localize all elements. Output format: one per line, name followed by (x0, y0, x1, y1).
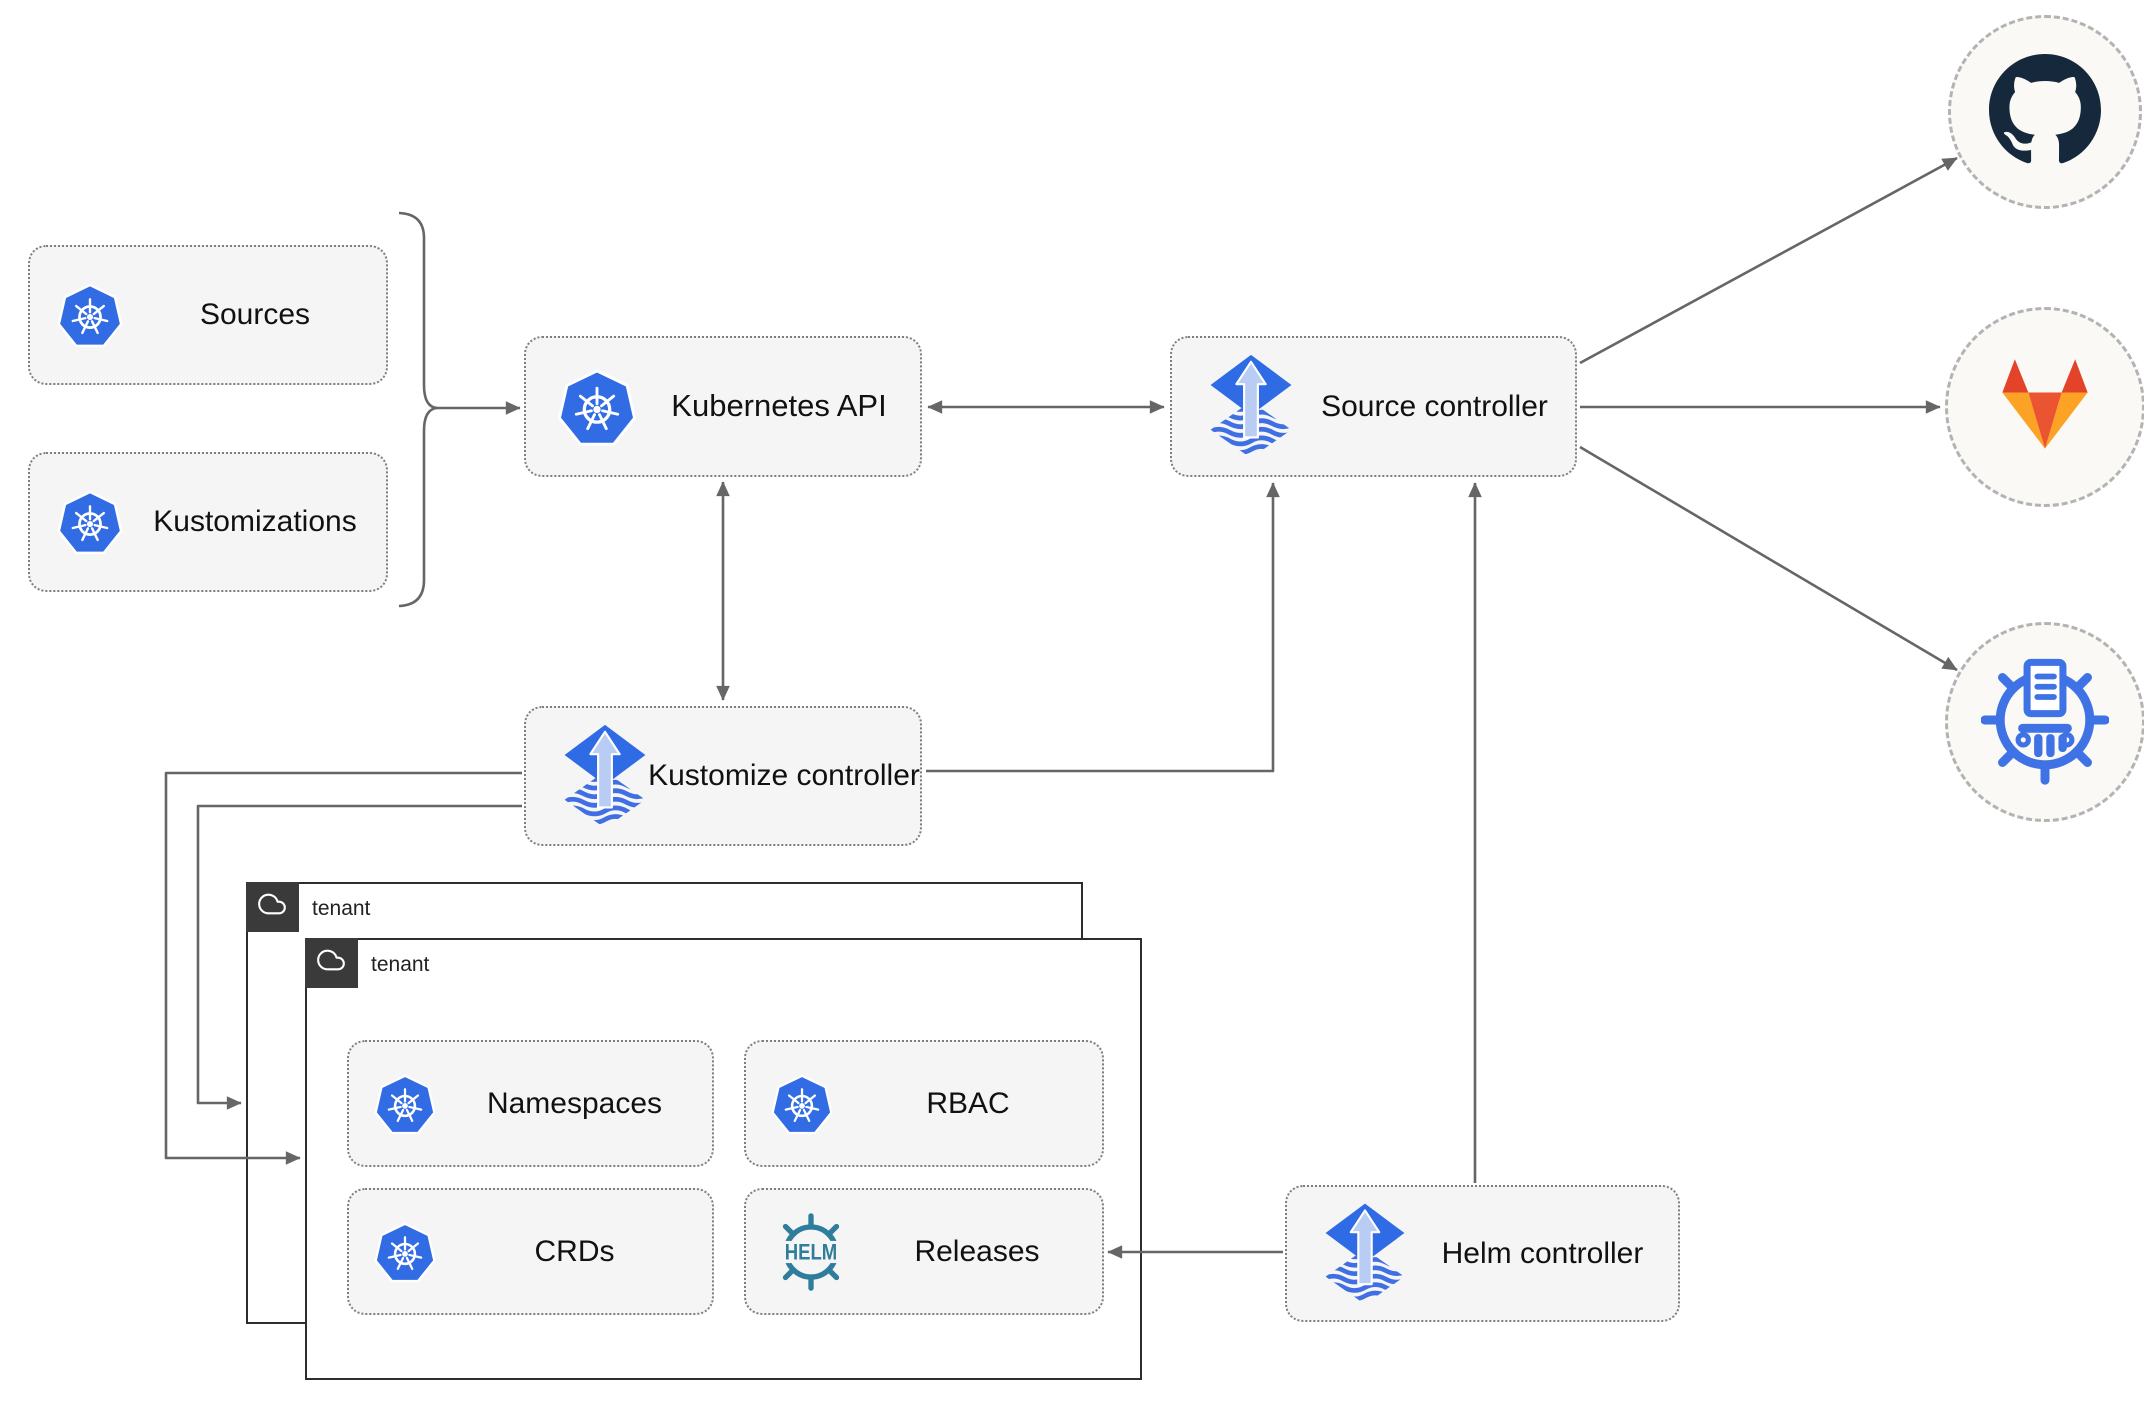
git-repository-github (1948, 15, 2142, 209)
arrow-source-to-github (1579, 156, 1958, 365)
git-repository-gitlab (1945, 307, 2144, 507)
chartmuseum-icon (1981, 652, 2109, 793)
node-namespaces-label: Namespaces (486, 1086, 663, 1120)
flux-icon (1323, 1202, 1407, 1306)
helm-icon (770, 1211, 852, 1293)
node-source-controller: Source controller (1170, 336, 1577, 477)
tenant-box-inner: tenant Namespaces RBAC CRDs Releases (304, 937, 1142, 1380)
node-kubernetes-api-label: Kubernetes API (671, 388, 887, 424)
flux-icon (1208, 353, 1294, 460)
node-kustomize-controller-label: Kustomize controller (648, 759, 920, 793)
node-releases-label: Releases (914, 1234, 1040, 1268)
node-namespaces: Namespaces (347, 1040, 714, 1167)
brace-sources-group (398, 211, 439, 608)
node-helm-controller: Helm controller (1285, 1185, 1680, 1322)
node-source-controller-label: Source controller (1321, 389, 1548, 423)
flux-icon (562, 723, 648, 830)
node-rbac: RBAC (744, 1040, 1104, 1167)
node-crds-label: CRDs (534, 1234, 615, 1268)
kubernetes-icon (556, 366, 638, 448)
node-sources-label: Sources (199, 298, 311, 332)
cloud-icon (256, 890, 288, 923)
tenant-outer-badge (245, 881, 299, 932)
kubernetes-icon (56, 281, 124, 349)
gitlab-icon (1993, 357, 2097, 458)
node-kustomize-controller: Kustomize controller (524, 706, 922, 846)
tenant-outer-label: tenant (312, 897, 371, 920)
arrow-source-to-chartmuseum (1579, 445, 1958, 672)
tenant-inner-label: tenant (371, 953, 430, 976)
node-rbac-label: RBAC (926, 1086, 1010, 1120)
node-kubernetes-api: Kubernetes API (524, 336, 922, 477)
helm-repository-chartmuseum (1945, 622, 2144, 822)
kubernetes-icon (373, 1072, 437, 1136)
node-sources: Sources (28, 245, 388, 385)
node-releases: Releases (744, 1188, 1104, 1315)
kubernetes-icon (56, 488, 124, 556)
arrow-kustomize-to-source-controller (926, 482, 1280, 773)
node-kustomizations-label: Kustomizations (153, 505, 357, 539)
cloud-icon (315, 946, 347, 979)
kubernetes-icon (373, 1220, 437, 1284)
node-kustomizations: Kustomizations (28, 452, 388, 592)
node-helm-controller-label: Helm controller (1441, 1236, 1644, 1270)
kubernetes-icon (770, 1072, 834, 1136)
tenant-inner-badge (304, 937, 358, 988)
github-icon (1989, 54, 2101, 171)
node-crds: CRDs (347, 1188, 714, 1315)
